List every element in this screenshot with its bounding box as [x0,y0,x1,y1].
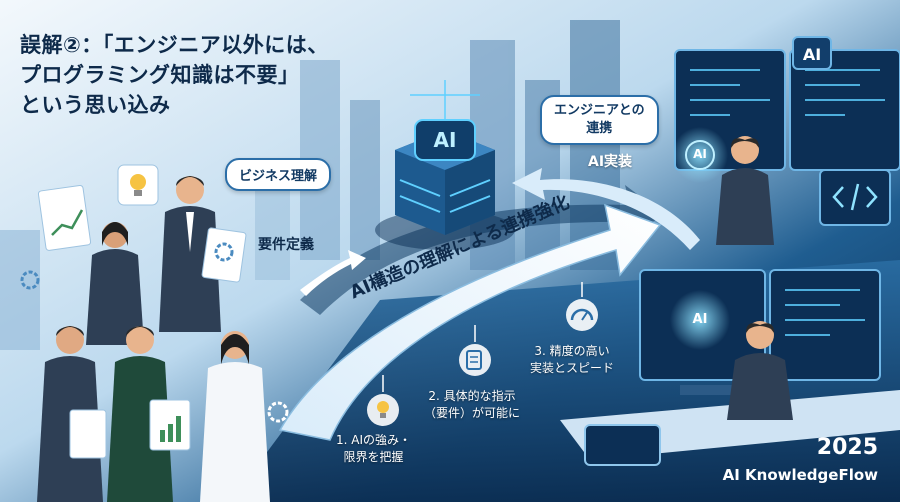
tablet [584,424,661,466]
business-person-2 [86,222,144,345]
return-arrow [512,168,700,250]
page-title: 誤解②：「エンジニア以外には、 プログラミング知識は不要」 という思い込み [20,30,440,120]
city-skyline [0,20,620,350]
footer-year: 2025 [816,435,878,460]
gear-icon [20,242,289,423]
small-arrow [300,250,366,296]
step-1-line-2: 限界を把握 [343,450,404,464]
step-2-line-2: （要件）が可能に [424,406,521,420]
step-1: 1. AIの強み・ 限界を把握 [336,432,411,466]
label-engineer-collab: エンジニアとの 連携 [540,95,659,145]
footer-brand: AI KnowledgeFlow [722,466,878,484]
step-3: 3. 精度の高い 実装とスピード [530,343,614,377]
engineer-collab-line-1: エンジニアとの [554,103,645,118]
title-line-1: 誤解②：「エンジニア以外には、 [20,33,329,57]
step-3-line-2: 実装とスピード [530,361,615,375]
step-connectors [382,282,583,392]
step-2-line-1: 2. 具体的な指示 [428,389,516,403]
business-person-1 [159,176,221,332]
ai-brain-label-lower: AI [692,312,708,327]
ai-screen-label: AI [792,36,832,70]
step-2: 2. 具体的な指示 （要件）が可能に [424,388,520,422]
gauge-icon [566,299,598,331]
code-icon [819,169,891,226]
business-person-4 [107,326,173,502]
title-line-3: という思い込み [20,93,171,117]
label-requirements: 要件定義 [258,237,314,253]
brain-icon [672,127,728,183]
label-ai-implementation: AI実装 [588,154,633,170]
flow-arrow-upper [300,185,665,315]
title-line-2: プログラミング知識は不要」 [20,63,300,87]
engineer-seated [727,321,793,420]
label-business-understanding: ビジネス理解 [225,158,332,191]
step-3-line-1: 3. 精度の高い [534,344,610,358]
engineer-standing [716,136,774,245]
engineer-collab-line-2: 連携 [586,121,613,136]
chart-icon [51,209,181,442]
step-2-icon [459,344,491,376]
ai-core-label: AI [433,128,457,152]
business-person-5 [200,331,270,502]
step-1-line-1: 1. AIの強み・ [336,433,412,447]
flow-arrow-main [278,203,662,441]
lightbulb-icon [117,164,399,426]
ai-brain-label-upper: AI [693,147,707,161]
monitor-bottom-right [639,269,881,395]
ai-server [375,80,515,250]
